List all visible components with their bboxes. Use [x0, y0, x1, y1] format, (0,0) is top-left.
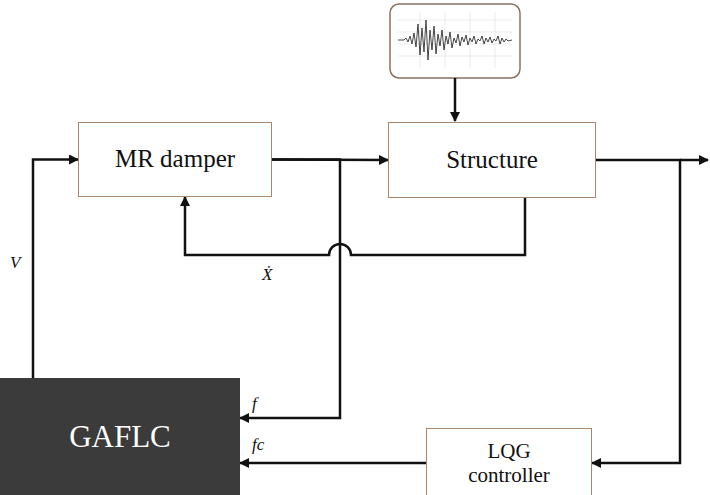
process-box: MR damper — [78, 122, 272, 197]
signal-connector — [240, 462, 426, 465]
controller-box: LQG controller — [426, 428, 592, 495]
node-label: LQG controller — [454, 439, 564, 487]
signal-name: f — [250, 395, 259, 414]
signal-name: V — [8, 254, 22, 273]
node-label: GAFLC — [69, 419, 171, 455]
signal-connector — [185, 197, 525, 255]
seismogram-trace — [398, 20, 512, 60]
signal-connector — [240, 160, 340, 419]
output-arrow — [680, 159, 708, 162]
node-label: MR damper — [115, 145, 235, 174]
node-label: Structure — [446, 146, 538, 175]
seismogram-grid — [398, 12, 512, 68]
seismogram-frame — [390, 4, 520, 78]
signal-connector — [592, 160, 680, 463]
controller-box: GAFLC — [0, 378, 240, 495]
signal-name: Ẋ — [260, 266, 274, 285]
signal-name: fc — [250, 436, 266, 455]
process-box: Structure — [388, 122, 596, 198]
signal-connector — [33, 160, 78, 379]
excitation-arrow — [454, 78, 457, 121]
